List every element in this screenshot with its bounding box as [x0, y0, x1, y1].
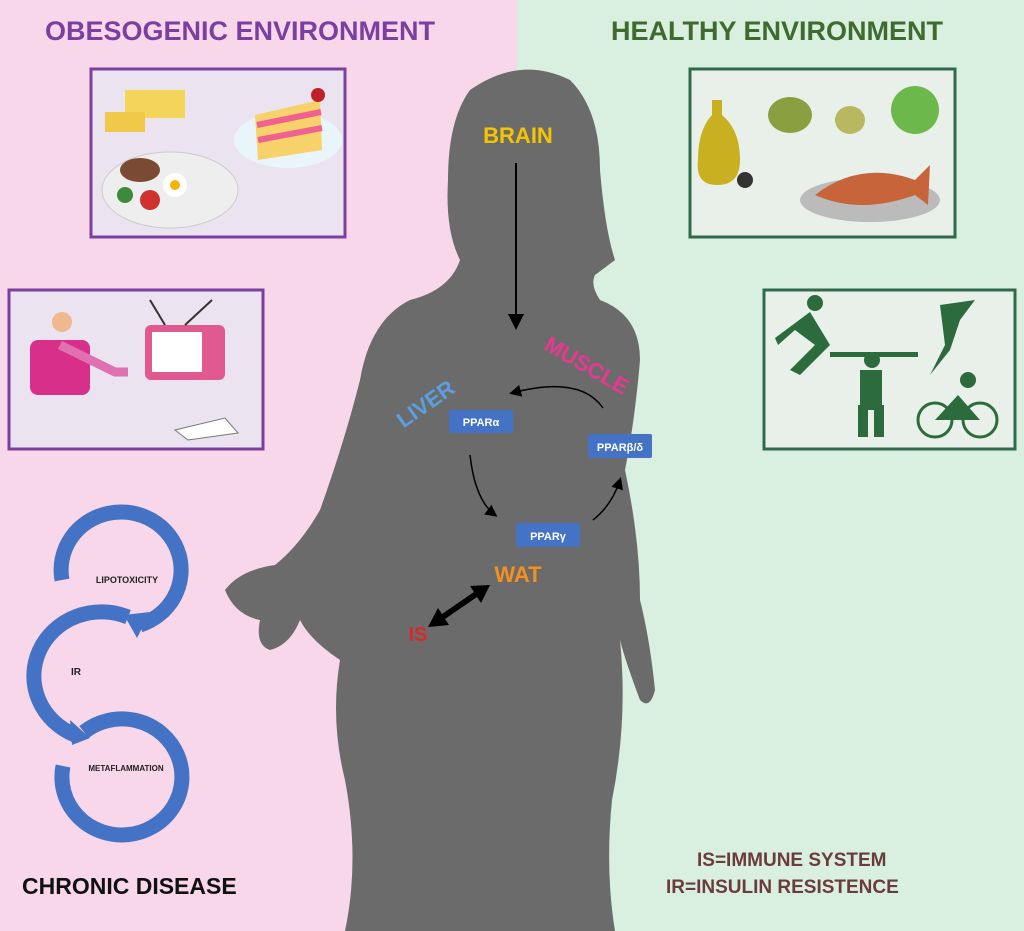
is-label: IS — [409, 624, 428, 646]
legend-is: IS=IMMUNE SYSTEM — [697, 850, 887, 871]
cycle-arrowhead — [124, 612, 150, 638]
sedentary-lifestyle-image — [7, 288, 265, 451]
ppar-beta-delta-label: PPARβ/δ — [597, 442, 644, 454]
legend-ir: IR=INSULIN RESISTENCE — [666, 877, 899, 898]
wat-label: WAT — [494, 562, 542, 587]
muscle-to-liver-arrow — [509, 384, 604, 409]
human-silhouette — [225, 69, 655, 931]
cycle-item-lipotoxicity: LIPOTOXICITY — [96, 575, 158, 585]
cycle-item-metaflammation: METAFLAMMATION — [88, 764, 163, 773]
wat-is-double-arrow — [428, 585, 490, 627]
healthy-title: HEALTHY ENVIRONMENT — [611, 16, 944, 46]
ppar-gamma-box — [516, 523, 580, 547]
chronic-disease-label: CHRONIC DISEASE — [22, 873, 237, 899]
ppar-alpha-label: PPARα — [463, 417, 500, 429]
junk-food-image — [89, 67, 347, 239]
brain-label: BRAIN — [483, 123, 553, 148]
ppar-gamma-label: PPARγ — [530, 531, 567, 543]
ppar-alpha-box — [449, 410, 513, 433]
ppar-beta-delta-box — [588, 434, 652, 458]
obesogenic-title: OBESOGENIC ENVIRONMENT — [45, 16, 436, 46]
cycle-arrows — [26, 504, 190, 843]
healthy-food-image — [688, 67, 957, 239]
cycle-arrowhead — [70, 720, 90, 745]
physical-activity-image — [762, 288, 1017, 451]
liver-to-wat-arrow — [469, 454, 498, 517]
cycle-item-ir: IR — [71, 667, 82, 678]
wat-to-muscle-arrow — [592, 477, 623, 521]
